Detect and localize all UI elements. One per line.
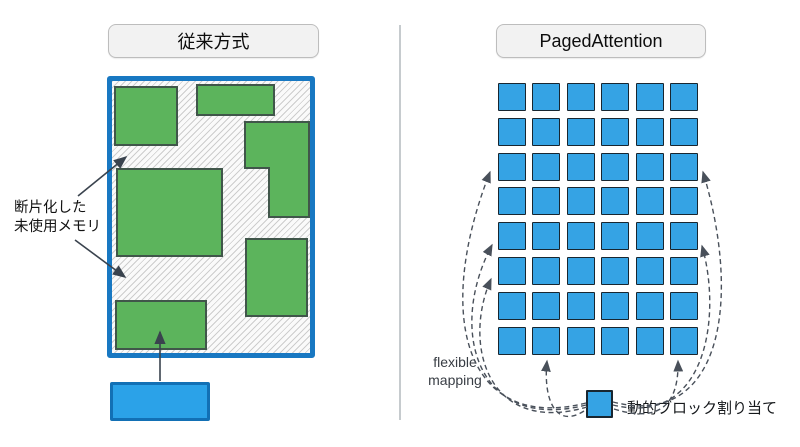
memory-block-cell xyxy=(566,256,595,285)
incoming-request-rect xyxy=(110,382,210,421)
memory-block-cell xyxy=(669,326,698,355)
memory-block-cell xyxy=(532,83,561,111)
right-panel-title: PagedAttention xyxy=(496,24,706,58)
memory-block-cell xyxy=(669,222,698,251)
memory-block-cell xyxy=(635,152,664,181)
memory-block-cell xyxy=(532,117,561,146)
memory-block-cell xyxy=(635,117,664,146)
dynamic-block-square xyxy=(586,390,613,418)
memory-block-cell xyxy=(566,291,595,320)
memory-block-cell xyxy=(566,187,595,216)
dynamic-allocation-label: 動的ブロック割り当て xyxy=(627,400,778,417)
memory-block-cell xyxy=(601,291,630,320)
memory-block-cell xyxy=(669,152,698,181)
memory-block-cell xyxy=(635,256,664,285)
memory-block-cell xyxy=(498,222,526,251)
left-panel-title: 従来方式 xyxy=(108,24,319,58)
memory-block-cell xyxy=(498,326,526,355)
flexible-mapping-label: flexible mapping xyxy=(420,353,490,390)
memory-block-cell xyxy=(635,326,664,355)
memory-block-cell xyxy=(635,222,664,251)
memory-block-cell xyxy=(532,187,561,216)
memory-block-cell xyxy=(635,291,664,320)
flexible-mapping-label-line1: flexible xyxy=(433,354,477,370)
left-panel-title-label: 従来方式 xyxy=(177,32,250,52)
memory-block-cell xyxy=(601,187,630,216)
memory-block-cell xyxy=(566,117,595,146)
memory-block-cell xyxy=(532,291,561,320)
memory-block-cell xyxy=(498,291,526,320)
memory-block-cell xyxy=(669,256,698,285)
memory-block-cell xyxy=(669,83,698,111)
memory-block-cell xyxy=(601,256,630,285)
memory-block-cell xyxy=(498,117,526,146)
block-grid xyxy=(498,83,698,355)
memory-block-cell xyxy=(566,83,595,111)
memory-block-cell xyxy=(498,187,526,216)
allocated-memory-block xyxy=(245,238,308,317)
panel-divider xyxy=(399,25,401,420)
right-panel-title-label: PagedAttention xyxy=(539,30,663,51)
memory-block-cell xyxy=(532,326,561,355)
memory-block-cell xyxy=(601,152,630,181)
allocated-memory-block xyxy=(115,300,207,350)
memory-block-cell xyxy=(532,222,561,251)
memory-block-cell xyxy=(601,83,630,111)
memory-block-cell xyxy=(635,187,664,216)
memory-block-cell xyxy=(601,326,630,355)
mapping-arrow-bottom-left xyxy=(541,359,585,418)
allocated-memory-block xyxy=(196,84,275,116)
memory-block-cell xyxy=(669,187,698,216)
memory-block-cell xyxy=(669,291,698,320)
memory-block-cell xyxy=(532,152,561,181)
memory-block-cell xyxy=(601,117,630,146)
flexible-mapping-label-line2: mapping xyxy=(428,372,482,389)
memory-block-cell xyxy=(498,152,526,181)
memory-block-cell xyxy=(635,83,664,111)
fragmented-memory-label-line1: 断片化した xyxy=(14,200,87,216)
memory-block-cell xyxy=(498,256,526,285)
allocated-memory-block xyxy=(116,168,223,257)
fragmented-memory-label: 断片化した 未使用メモリ xyxy=(14,199,110,236)
memory-block-cell xyxy=(669,117,698,146)
memory-block-cell xyxy=(566,222,595,251)
memory-block-cell xyxy=(601,222,630,251)
allocated-memory-block xyxy=(114,86,178,146)
memory-block-cell xyxy=(566,326,595,355)
memory-block-cell xyxy=(566,152,595,181)
memory-block-cell xyxy=(498,83,526,111)
memory-block-cell xyxy=(532,256,561,285)
fragmented-memory-label-line2: 未使用メモリ xyxy=(14,218,101,235)
